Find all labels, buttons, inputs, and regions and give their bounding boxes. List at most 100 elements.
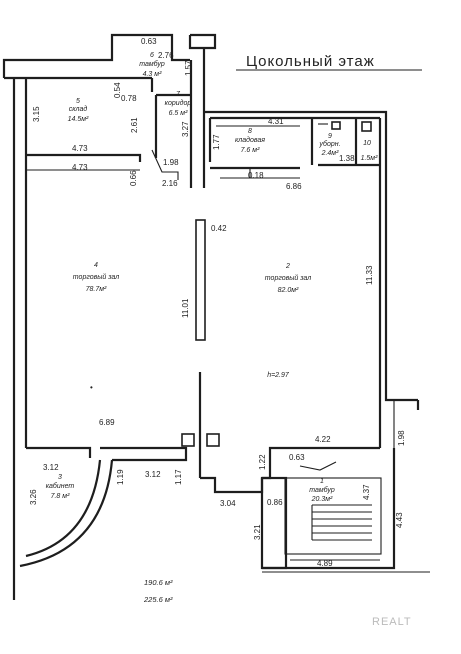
dim-label: 4.43: [395, 512, 404, 528]
wall-tambur-top: [262, 446, 380, 480]
dim-label: 0.78: [121, 94, 137, 103]
dim-label: 0.42: [211, 224, 227, 233]
svg-text:торговый зал: торговый зал: [73, 273, 119, 281]
dim-label: 2.61: [130, 117, 139, 133]
svg-text:4.3 м²: 4.3 м²: [143, 71, 162, 78]
wall-bottom-center: [100, 446, 188, 462]
dim-label: 3.21: [253, 524, 262, 540]
dim-label: 0.18: [248, 171, 264, 180]
area-totals: 190.6 м² 225.6 м²: [143, 578, 173, 604]
room-10: 10 1.5м²: [361, 140, 379, 162]
total-area-2: 225.6 м²: [143, 595, 173, 604]
svg-text:1.5м²: 1.5м²: [361, 155, 379, 162]
column-top: [188, 33, 217, 50]
room-labels: 1 тамбур 20.3м² 2 торговый зал 82.0м² 3 …: [46, 52, 378, 503]
dim-label: 4.73: [72, 144, 88, 153]
room-3: 3 кабинет 7.8 м²: [46, 474, 75, 500]
svg-text:уборн.: уборн.: [318, 140, 340, 148]
dim-label: 1.17: [174, 469, 183, 485]
room-5: 5 склад 14.5м²: [68, 98, 89, 123]
dim-label: 3.15: [32, 106, 41, 122]
svg-text:5: 5: [76, 98, 80, 105]
dim-label: 1.19: [116, 469, 125, 485]
dim-label: 3.04: [220, 499, 236, 508]
dim-label: 4.89: [317, 559, 333, 568]
wall-kabinet-arc-outer: [19, 459, 114, 568]
svg-text:склад: склад: [69, 105, 88, 113]
wall-sklad-door: [151, 149, 179, 180]
svg-text:кладовая: кладовая: [235, 136, 265, 144]
svg-text:коридор: коридор: [165, 99, 192, 107]
room-8: 8 кладовая 7.6 м²: [235, 128, 265, 154]
svg-text:торговый зал: торговый зал: [265, 274, 311, 282]
plan-title-text: Цокольный этаж: [246, 53, 375, 70]
svg-text:2: 2: [285, 263, 290, 270]
svg-text:14.5м²: 14.5м²: [68, 116, 89, 123]
dim-label: 1.98: [397, 430, 406, 446]
room-1: 1 тамбур 20.3м²: [309, 478, 335, 503]
plan-title: Цокольный этаж: [236, 53, 422, 71]
dim-label: 2.16: [162, 179, 178, 188]
svg-text:7: 7: [176, 91, 181, 98]
dimension-labels: 0.63 2.76 1.57 0.54 0.78 2.61 3.15 3.27 …: [29, 37, 406, 568]
svg-text:тамбур: тамбур: [309, 486, 335, 494]
dim-label: 1.77: [212, 134, 221, 150]
walls: [2, 33, 430, 600]
dim-label: 4.73: [72, 163, 88, 172]
wall-kabinet-arc: [25, 459, 102, 558]
room-4: 4 торговый зал 78.7м²: [73, 262, 119, 293]
height-label: h=2.97: [267, 372, 290, 379]
svg-text:78.7м²: 78.7м²: [86, 286, 107, 293]
room-9: 9 уборн. 2.4м²: [318, 133, 340, 157]
svg-text:10: 10: [363, 140, 371, 147]
dim-label: 4.22: [315, 435, 331, 444]
svg-text:6: 6: [150, 52, 154, 59]
tambur-left-wall: [260, 476, 288, 570]
svg-text:7.8 м²: 7.8 м²: [51, 493, 70, 500]
central-column: [195, 219, 206, 341]
dim-label: 6.86: [286, 182, 302, 191]
dim-label: 1.57: [184, 60, 193, 76]
svg-text:кабинет: кабинет: [46, 482, 75, 490]
room-2: 2 торговый зал 82.0м²: [265, 263, 311, 294]
svg-text:9: 9: [328, 133, 332, 140]
wall-sklad-bottom: [26, 153, 142, 162]
svg-text:3: 3: [58, 474, 62, 481]
wall-entrance-step: [200, 476, 264, 494]
dim-label: 3.26: [29, 489, 38, 505]
room-6: 6 тамбур 4.3 м²: [139, 52, 165, 78]
svg-text:82.0м²: 82.0м²: [278, 287, 299, 294]
svg-text:4: 4: [94, 262, 98, 269]
pillar-left: [181, 433, 195, 447]
dim-label: 2.76: [158, 51, 174, 60]
svg-text:тамбур: тамбур: [139, 60, 165, 68]
tambur-door-swing: [299, 461, 337, 471]
sink-fixture: [361, 121, 372, 132]
dim-label: 3.27: [181, 121, 190, 137]
dim-label: 4.31: [268, 117, 284, 126]
dim-label: 3.12: [43, 463, 59, 472]
watermark-logo: REALT: [372, 616, 412, 628]
svg-text:20.3м²: 20.3м²: [311, 496, 333, 503]
wall-kabinet-top: [26, 446, 92, 458]
svg-text:7.6 м²: 7.6 м²: [241, 147, 260, 154]
room-7: 7 коридор 6.5 м²: [165, 91, 192, 117]
dim-label: 0.54: [113, 82, 122, 98]
pillar-right: [206, 433, 220, 447]
wc-fixture: [331, 121, 341, 130]
svg-text:8: 8: [248, 128, 252, 135]
svg-text:6.5 м²: 6.5 м²: [169, 110, 188, 117]
dim-label: 11.33: [365, 265, 374, 285]
dim-label: 1.98: [163, 158, 179, 167]
dim-label: 0.86: [267, 498, 283, 507]
dim-label: 1.22: [258, 454, 267, 470]
wall-top-left: [2, 33, 190, 78]
dim-label: 0.63: [141, 37, 157, 46]
svg-text:1: 1: [320, 478, 324, 485]
wall-right-outer: [204, 110, 418, 402]
dim-label: 3.12: [145, 470, 161, 479]
dim-label: 6.89: [99, 418, 115, 427]
stairs: [311, 504, 372, 541]
dot-mark: •: [90, 383, 93, 392]
